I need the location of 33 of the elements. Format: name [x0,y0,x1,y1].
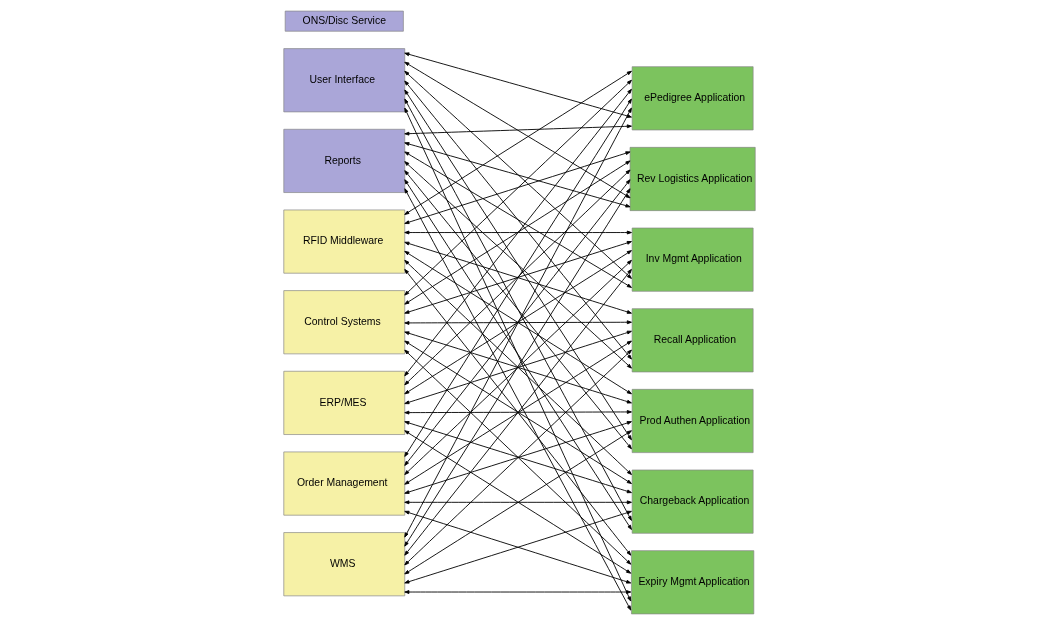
arrow [403,70,632,215]
arrow [403,61,630,199]
node-box: RFID Middleware [282,209,405,274]
arrow [403,241,632,314]
node-box: Inv Mgmt Application [631,227,753,292]
node-box: Order Management [282,451,405,516]
arrow [403,500,632,505]
node-box: Reports [282,128,405,193]
arrow [403,151,632,288]
arrow [403,188,631,611]
arrow [403,142,630,208]
arrow [403,230,632,235]
node-box: ePedigree Application [631,66,753,131]
node-box: ONS/Disc Service [284,10,404,32]
arrow [403,259,632,475]
node-box: Control Systems [282,290,405,355]
node-box: Rev Logistics Application [629,147,756,211]
arrow [403,160,630,305]
arrow [403,590,631,594]
node-box: WMS [282,532,405,597]
arrow [403,320,632,325]
node-box: Expiry Mgmt Application [630,550,754,615]
arrow [403,151,630,225]
arrow [403,250,632,395]
node-box: Chargeback Application [631,469,753,534]
arrow [403,421,632,494]
node-box: ERP/MES [282,370,405,435]
node-box: Prod Authen Application [631,388,753,453]
arrow [403,410,632,415]
node-box: Recall Application [631,308,753,373]
arrow [403,124,632,136]
arrow [403,52,632,118]
node-box: User Interface [282,48,405,113]
